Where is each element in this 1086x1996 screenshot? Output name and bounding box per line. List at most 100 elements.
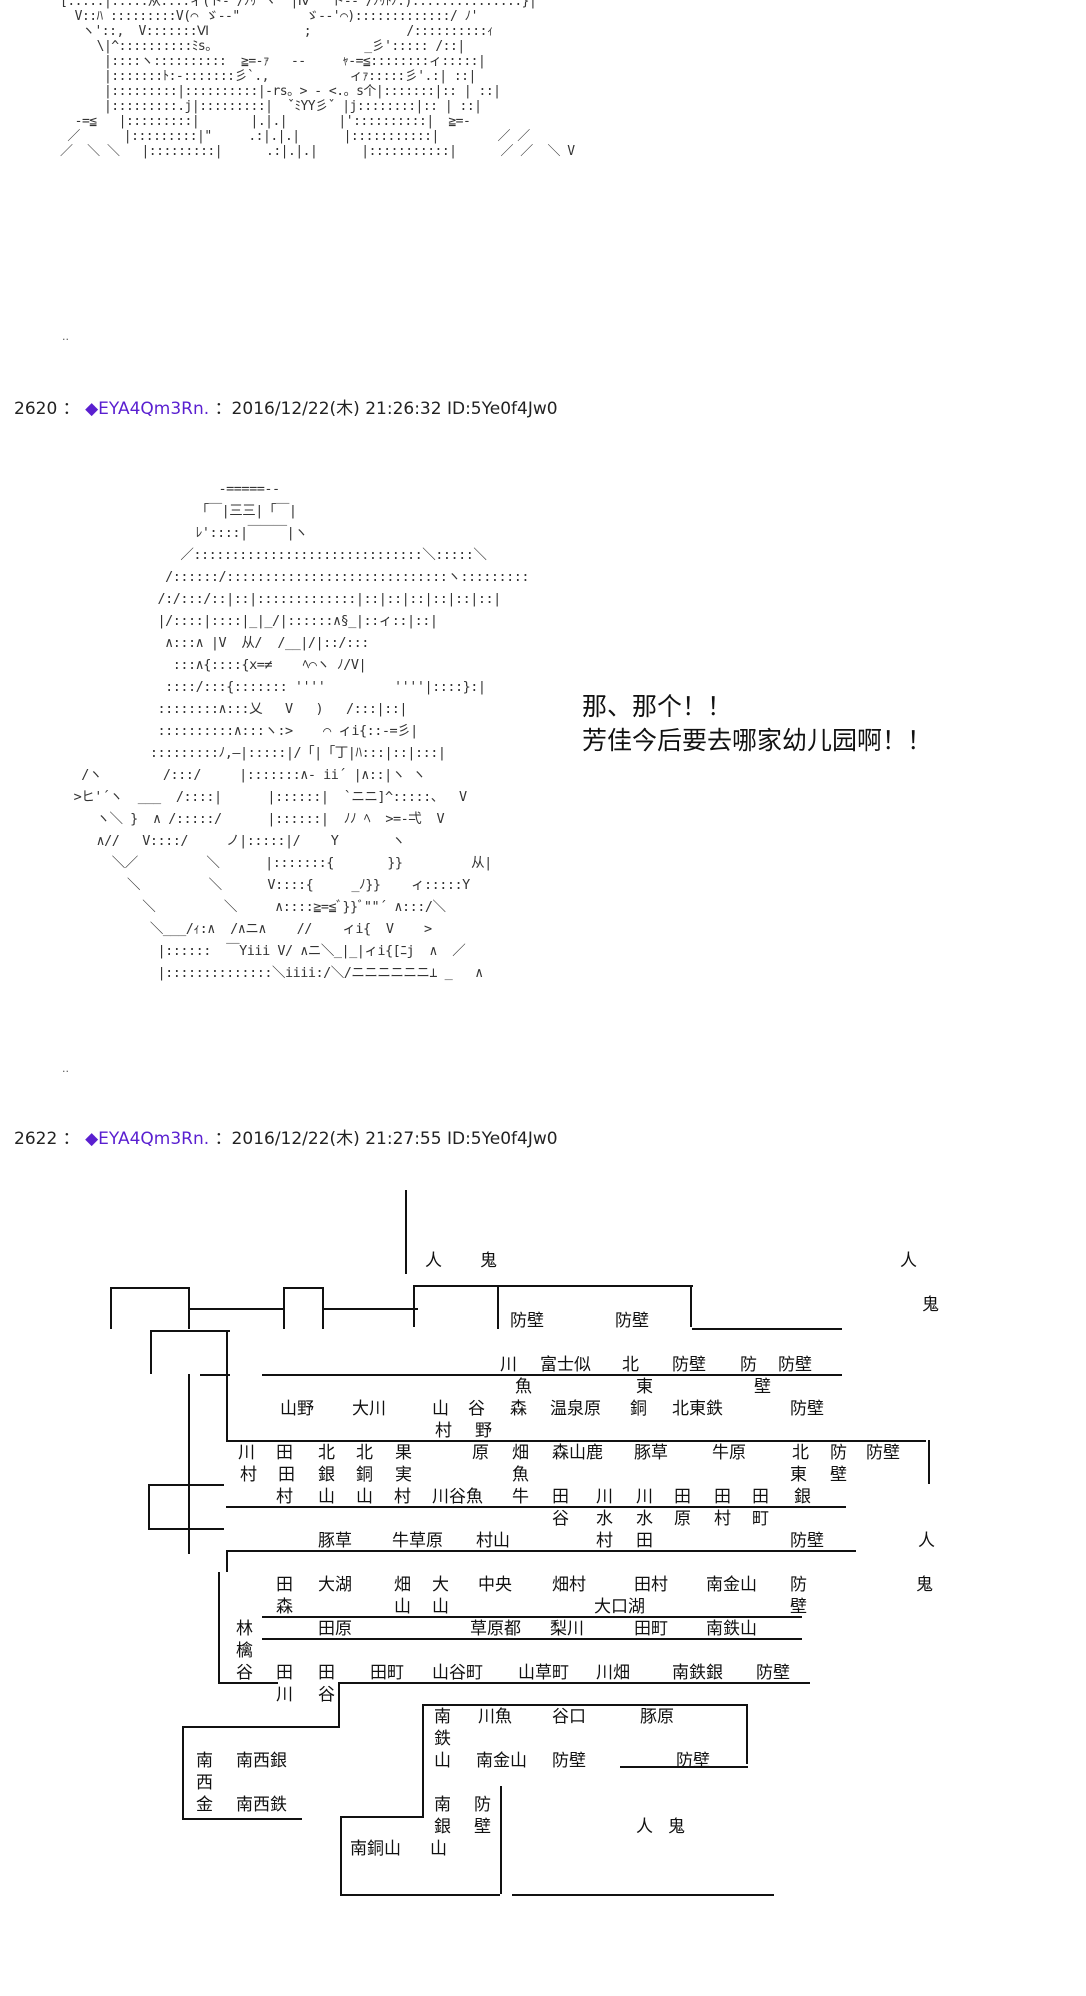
map-label: 大口湖 <box>594 1597 645 1617</box>
map-label: 防壁 <box>676 1751 710 1771</box>
map-label: 人 <box>918 1531 935 1551</box>
map-label: 川 <box>596 1487 613 1507</box>
map-label: 山 <box>430 1839 447 1859</box>
post-number: 2620 <box>14 399 58 419</box>
map-label: 人 <box>425 1251 442 1271</box>
map-line <box>928 1440 930 1484</box>
map-line <box>690 1285 692 1327</box>
map-label: 豚草 <box>634 1443 668 1463</box>
map-line <box>500 1786 502 1894</box>
map-label: 防壁 <box>778 1355 812 1375</box>
map-label: 川 <box>238 1443 255 1463</box>
map-line <box>188 1374 190 1554</box>
map-line <box>413 1285 693 1287</box>
map-label: 人 <box>900 1251 917 1271</box>
map-label: 田町 <box>634 1619 668 1639</box>
map-label: 畑村 <box>552 1575 586 1595</box>
map-line <box>746 1704 748 1764</box>
map-line <box>182 1726 184 1818</box>
post-header-2622: 2622 ： ◆EYA4Qm3Rn. ：2016/12/22(木) 21:27:… <box>14 1124 558 1149</box>
map-label: 鬼 <box>916 1575 933 1595</box>
map-label: 山 <box>432 1597 449 1617</box>
map-label: 村 <box>596 1531 613 1551</box>
poster-name[interactable]: ◆EYA4Qm3Rn. <box>85 399 210 419</box>
map-label: 銀 <box>318 1465 335 1485</box>
poster-name[interactable]: ◆EYA4Qm3Rn. <box>85 1129 210 1149</box>
map-label: 壁 <box>830 1465 847 1485</box>
map-label: 大湖 <box>318 1575 352 1595</box>
map-label: 川 <box>636 1487 653 1507</box>
map-line <box>422 1704 424 1816</box>
map-label: 田 <box>752 1487 769 1507</box>
map-label: 南 <box>434 1795 451 1815</box>
map-label: 田町 <box>370 1663 404 1683</box>
map-line <box>340 1816 424 1818</box>
map-label: 田 <box>276 1663 293 1683</box>
map-line <box>150 1330 152 1374</box>
map-line <box>182 1726 262 1728</box>
map-label: 山 <box>434 1751 451 1771</box>
map-label: 田 <box>276 1443 293 1463</box>
map-label: 田 <box>636 1531 653 1551</box>
map-label: 北東鉄 <box>672 1399 723 1419</box>
map-line <box>148 1484 224 1486</box>
post-meta: ：2016/12/22(木) 21:27:55 ID:5Ye0f4Jw0 <box>214 1129 558 1149</box>
map-label: 防壁 <box>756 1663 790 1683</box>
map-label: 山草町 <box>518 1663 569 1683</box>
map-label: 魚 <box>515 1377 532 1397</box>
map-label: 牛原 <box>712 1443 746 1463</box>
map-line <box>148 1528 224 1530</box>
map-label: 川谷魚 <box>432 1487 483 1507</box>
map-label: 南 <box>196 1751 213 1771</box>
map-label: 原 <box>472 1443 489 1463</box>
map-label: 防 <box>474 1795 491 1815</box>
map-label: 森 <box>510 1399 527 1419</box>
map-label: 山野 <box>280 1399 314 1419</box>
map-label: 水 <box>596 1509 613 1529</box>
map-line <box>182 1818 302 1820</box>
map-label: 村 <box>276 1487 293 1507</box>
map-label: 豚草 <box>318 1531 352 1551</box>
map-label: 村 <box>435 1421 452 1441</box>
map-label: 防 <box>830 1443 847 1463</box>
map-label: 銀 <box>434 1817 451 1837</box>
map-label: 北 <box>356 1443 373 1463</box>
map-line <box>226 1330 228 1374</box>
map-label: 防壁 <box>790 1531 824 1551</box>
speech-text: 那、那个！！ 芳佳今后要去哪家幼儿园啊！！ <box>582 692 933 755</box>
map-label: 谷 <box>468 1399 485 1419</box>
map-label: 西 <box>196 1773 213 1793</box>
map-label: 北 <box>792 1443 809 1463</box>
map-line <box>218 1572 220 1682</box>
map-label: 南鉄山 <box>706 1619 757 1639</box>
map-label: 防壁 <box>510 1311 544 1331</box>
separator-dots: .. <box>62 330 69 343</box>
map-label: 林 <box>236 1619 253 1639</box>
map-line <box>692 1328 842 1330</box>
map-label: 南金山 <box>476 1751 527 1771</box>
map-label: 壁 <box>754 1377 771 1397</box>
map-line <box>338 1682 340 1726</box>
map-label: 畑 <box>512 1443 529 1463</box>
map-line <box>226 1550 228 1572</box>
map-label: 南鉄銀 <box>672 1663 723 1683</box>
map-label: 川魚 <box>478 1707 512 1727</box>
map-label: 山 <box>356 1487 373 1507</box>
map-label: 北 <box>318 1443 335 1463</box>
map-label: 森山鹿 <box>552 1443 603 1463</box>
map-label: 谷 <box>552 1509 569 1529</box>
map-line <box>110 1287 190 1289</box>
map-label: 大川 <box>352 1399 386 1419</box>
map-label: 実 <box>395 1465 412 1485</box>
map-label: 山谷町 <box>432 1663 483 1683</box>
map-label: 魚 <box>512 1465 529 1485</box>
map-label: 防壁 <box>615 1311 649 1331</box>
post-separator: ： <box>62 399 80 419</box>
map-label: 牛草原 <box>392 1531 443 1551</box>
map-label: 南西鉄 <box>236 1795 287 1815</box>
post-number: 2622 <box>14 1129 58 1149</box>
map-line <box>512 1894 774 1896</box>
map-line <box>497 1287 499 1329</box>
map-line <box>283 1287 285 1329</box>
map-label: 鬼 <box>480 1251 497 1271</box>
